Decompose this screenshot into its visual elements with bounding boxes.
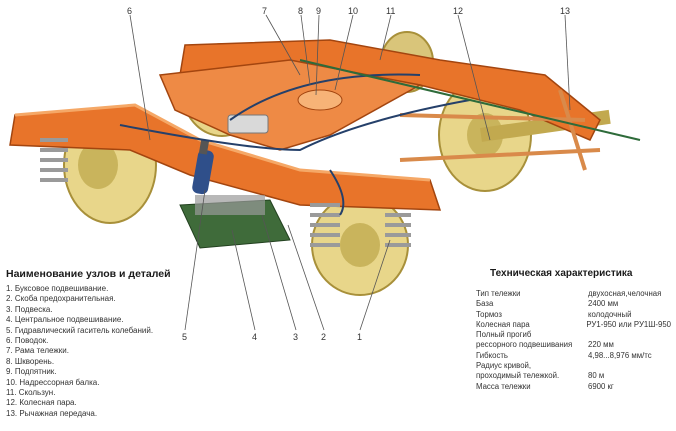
specs-title: Техническая характеристика: [490, 268, 633, 279]
callout-6: 6: [127, 6, 132, 16]
legend-item: 3. Подвеска.: [6, 304, 53, 314]
callout-12: 12: [453, 6, 463, 16]
spec-row: Тормоз колодочный: [476, 310, 671, 320]
callout-11: 11: [386, 6, 395, 16]
legend-item: 13. Рычажная передача.: [6, 408, 98, 418]
callout-1: 1: [357, 332, 362, 342]
bolster-beam: [158, 59, 423, 151]
spec-row: Полный прогиб: [476, 330, 671, 340]
spec-key: Тормоз: [476, 309, 503, 319]
spec-value: 6900 кг: [588, 381, 614, 391]
spec-row: Гибкость 4,98...8,976 мм/тс: [476, 351, 671, 361]
spec-row: рессорного подвешивания 220 мм: [476, 340, 671, 350]
legend-item: 8. Шкворень.: [6, 356, 55, 366]
spec-key: Полный прогиб: [476, 330, 532, 340]
hydraulic-damper: [192, 139, 214, 195]
spec-key: Гибкость: [476, 350, 508, 360]
spec-row: проходимый тележкой. 80 м: [476, 371, 671, 381]
spec-key: Масса тележки: [476, 381, 531, 391]
spec-key: проходимый тележкой.: [476, 371, 560, 381]
callout-13: 13: [560, 6, 570, 16]
spec-value: 220 мм: [588, 340, 614, 350]
callout-10: 10: [348, 6, 358, 16]
spec-value: 80 м: [588, 371, 605, 381]
legend-item: 11. Скользун.: [6, 388, 56, 398]
legend-item: 6. Поводок.: [6, 336, 49, 346]
legend-item: 4. Центральное подвешивание.: [6, 315, 124, 325]
parts-legend: Наименование узлов и деталей 1. Буксовое…: [6, 268, 256, 419]
spec-key: Колесная пара: [476, 319, 530, 329]
callout-5: 5: [182, 332, 187, 342]
legend-item: 12. Колесная пара.: [6, 398, 77, 408]
legend-title: Наименование узлов и деталей: [6, 268, 171, 280]
spec-value: РУ1-950 или РУ1Ш-950: [586, 319, 671, 329]
spec-value: двухосная,челочная: [588, 289, 662, 298]
callout-3: 3: [293, 332, 298, 342]
callout-4: 4: [252, 332, 257, 342]
legend-item: 7. Рама тележки.: [6, 346, 69, 356]
green-brake-rod: [299, 59, 641, 141]
callout-9: 9: [316, 6, 321, 16]
spec-row: Колесная пара РУ1-950 или РУ1Ш-950: [476, 320, 671, 330]
legend-item: 2. Скоба предохранительная.: [6, 294, 116, 304]
spec-row: База 2400 мм: [476, 299, 671, 309]
spec-value: 4,98...8,976 мм/тс: [588, 350, 652, 360]
legend-item: 1. Буксовое подвешивание.: [6, 284, 109, 293]
legend-item: 10. Надрессорная балка.: [6, 377, 100, 387]
pipes: [119, 73, 471, 216]
spec-row: Радиус кривой,: [476, 361, 671, 371]
spec-row: Тип тележки двухосная,челочная: [476, 289, 671, 299]
callout-2: 2: [321, 332, 326, 342]
callout-7: 7: [262, 6, 267, 16]
spec-value: колодочный: [588, 309, 632, 319]
callout-leaders: [129, 14, 571, 331]
legend-item: 5. Гидравлический гаситель колебаний.: [6, 325, 154, 335]
spec-row: Масса тележки 6900 кг: [476, 382, 671, 392]
spec-key: рессорного подвешивания: [476, 340, 573, 350]
legend-list: 1. Буксовое подвешивание. 2. Скоба предо…: [6, 284, 256, 419]
spec-key: База: [476, 299, 494, 309]
callout-8: 8: [298, 6, 303, 16]
spec-key: Радиус кривой,: [476, 361, 532, 371]
spec-key: Тип тележки: [476, 289, 521, 298]
axle-box-springs: [40, 138, 411, 247]
technical-specs: Техническая характеристика Тип тележки дв…: [476, 268, 671, 392]
spec-value: 2400 мм: [588, 299, 619, 309]
central-suspension: [179, 195, 291, 249]
legend-item: 9. Подпятник.: [6, 367, 57, 377]
